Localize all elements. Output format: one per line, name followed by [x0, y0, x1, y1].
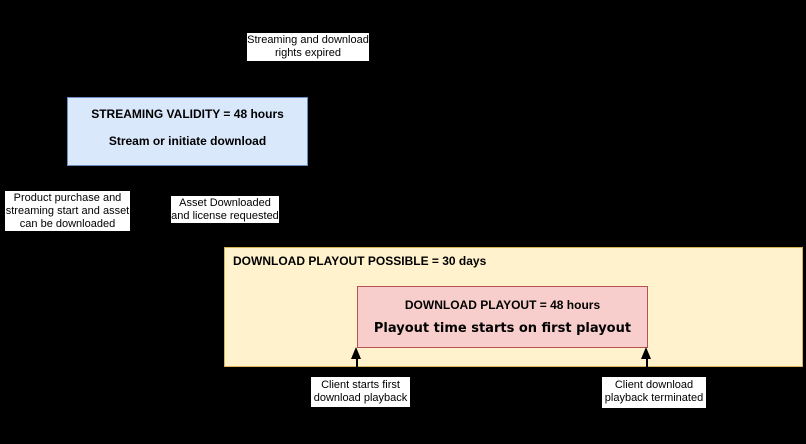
download-playout-possible-title: DOWNLOAD PLAYOUT POSSIBLE = 30 days [233, 254, 487, 268]
streaming-validity-title: STREAMING VALIDITY = 48 hours [91, 107, 284, 121]
product-purchase-label: Product purchase and streaming start and… [5, 191, 130, 231]
playback-terminated-arrow [641, 347, 652, 377]
arrow-up-icon [351, 347, 361, 359]
streaming-validity-subtitle: Stream or initiate download [108, 134, 267, 148]
download-playout-box: DOWNLOAD PLAYOUT = 48 hours Playout time… [357, 286, 648, 348]
download-playout-subtitle: Playout time starts on first playout [373, 321, 632, 336]
download-playout-possible-box: DOWNLOAD PLAYOUT POSSIBLE = 30 days DOWN… [224, 247, 803, 367]
playback-start-arrow [351, 347, 362, 377]
download-playout-title: DOWNLOAD PLAYOUT = 48 hours [404, 298, 601, 312]
streaming-validity-box: STREAMING VALIDITY = 48 hours Stream or … [67, 97, 308, 166]
client-playback-terminated-label: Client download playback terminated [602, 377, 706, 408]
arrow-shaft [355, 358, 358, 377]
asset-downloaded-label: Asset Downloaded and license requested [171, 196, 279, 223]
arrow-shaft [645, 358, 648, 377]
client-playback-start-label: Client starts first download playback [311, 377, 410, 407]
rights-expired-label: Streaming and download rights expired [247, 33, 369, 61]
arrow-up-icon [641, 347, 651, 359]
